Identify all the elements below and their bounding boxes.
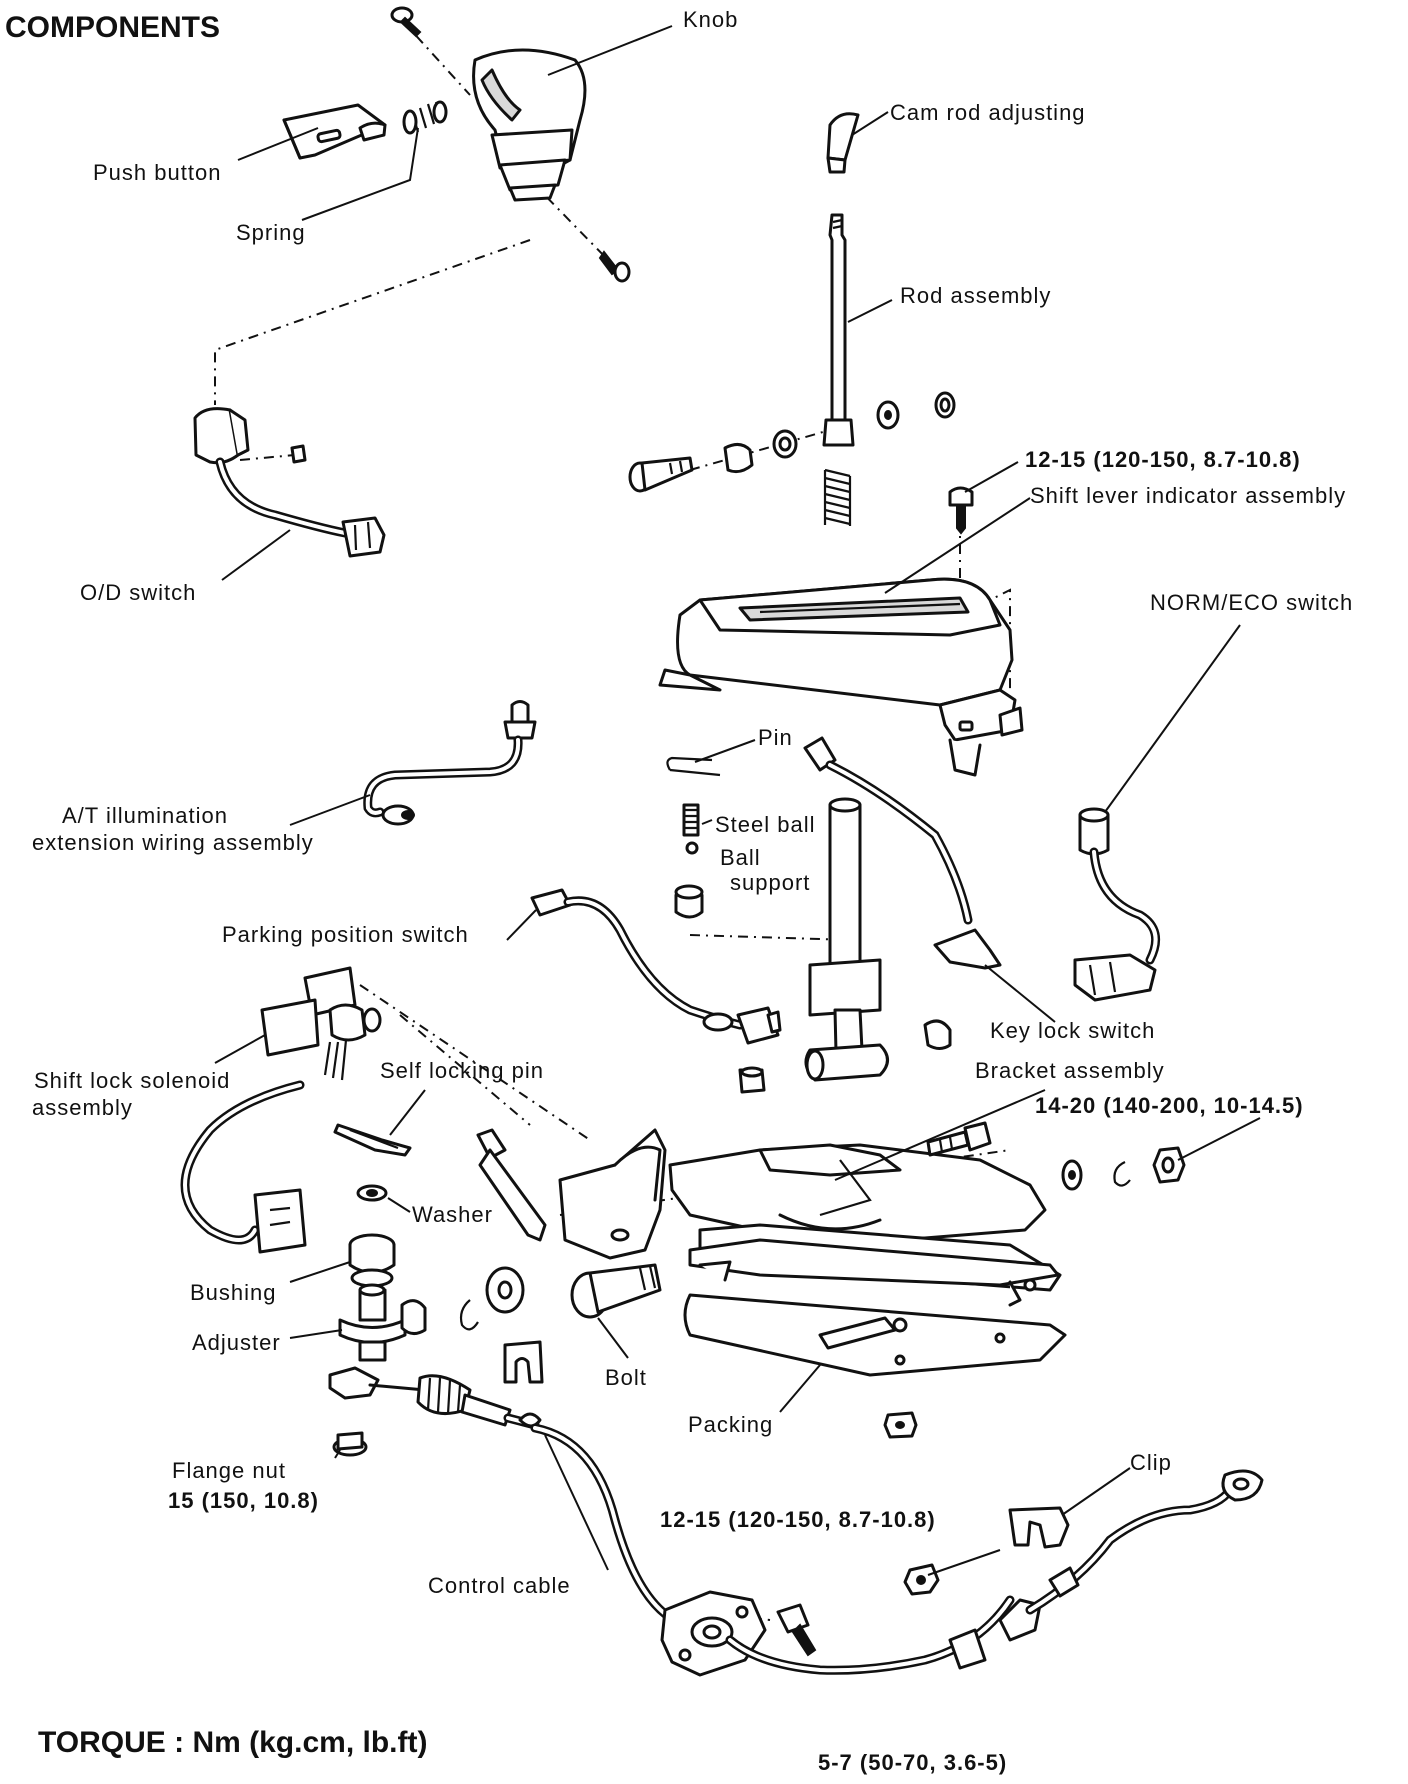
label-flange-nut: Flange nut [172, 1458, 286, 1483]
label-cam-rod-adjusting: Cam rod adjusting [890, 100, 1086, 125]
label-clip: Clip [1130, 1450, 1172, 1475]
bolt [570, 1263, 662, 1319]
u-clip [503, 1340, 544, 1384]
control-cable [328, 1366, 1264, 1677]
cable-nut [903, 1563, 940, 1596]
label-key-lock-switch: Key lock switch [990, 1018, 1155, 1043]
label-bushing: Bushing [190, 1280, 277, 1305]
spring [402, 100, 448, 135]
cable-bolt [776, 1603, 817, 1657]
label-at-illumination-1: A/T illumination [62, 803, 228, 828]
rod-pin-bolt [628, 429, 798, 493]
torque-flange-nut: 15 (150, 10.8) [168, 1488, 319, 1513]
label-shift-lever-indicator: Shift lever indicator assembly [1030, 483, 1346, 508]
label-rod-assembly: Rod assembly [900, 283, 1051, 308]
label-od-switch: O/D switch [80, 580, 196, 605]
label-push-button: Push button [93, 160, 221, 185]
label-knob: Knob [683, 7, 738, 32]
torque-indicator-bolt: 12-15 (120-150, 8.7-10.8) [1025, 447, 1301, 472]
bolt-hardware [400, 1266, 525, 1335]
label-steel-ball: Steel ball [715, 812, 816, 837]
od-switch [193, 407, 386, 558]
self-locking-pin [333, 1123, 412, 1157]
knob-screw-bottom [598, 250, 631, 283]
label-adjuster: Adjuster [192, 1330, 281, 1355]
push-button [282, 103, 387, 160]
steel-ball [682, 803, 700, 855]
washer [356, 1184, 388, 1202]
label-washer: Washer [412, 1202, 493, 1227]
label-at-illumination-2: extension wiring assembly [32, 830, 314, 855]
parking-position-switch [530, 888, 782, 1045]
rod-small-parts [876, 391, 956, 430]
label-ball-support-1: Ball [720, 845, 761, 870]
lever-bushing [923, 1019, 952, 1050]
cam-rod-adjusting [826, 112, 860, 174]
shift-lock-solenoid [180, 966, 382, 1254]
label-control-cable: Control cable [428, 1573, 571, 1598]
labels: COMPONENTS Knob Push button Spring Cam r… [5, 7, 1353, 1775]
label-ball-support-2: support [730, 870, 810, 895]
flange-nut [332, 1431, 368, 1457]
pin [666, 756, 721, 777]
cable-clip [1008, 1506, 1070, 1549]
bushing [348, 1233, 396, 1288]
label-bolt: Bolt [605, 1365, 647, 1390]
bracket-hardware [926, 1121, 1186, 1191]
torque-cable-nut: 12-15 (120-150, 8.7-10.8) [660, 1507, 936, 1532]
ball-support [674, 884, 704, 919]
label-shift-lock-solenoid-2: assembly [32, 1095, 133, 1120]
shift-lever-indicator-assembly [658, 577, 1024, 777]
base-plate [688, 1238, 1060, 1307]
packing-nut [883, 1411, 918, 1439]
leader-lines [214, 25, 1261, 1576]
torque-cable-bolt: 5-7 (50-70, 3.6-5) [818, 1750, 1007, 1775]
label-pin: Pin [758, 725, 793, 750]
knob-screw-top [390, 6, 422, 38]
torque-units-note: TORQUE : Nm (kg.cm, lb.ft) [38, 1726, 427, 1759]
label-parking-position-switch: Parking position switch [222, 922, 469, 947]
rod-spring [823, 468, 852, 526]
packing [683, 1293, 1067, 1377]
at-illumination-wiring [363, 700, 537, 826]
knob [472, 48, 587, 202]
rod-assembly [822, 213, 855, 447]
key-lock-switch [803, 736, 1002, 970]
adjuster [338, 1283, 407, 1362]
label-shift-lock-solenoid-1: Shift lock solenoid [34, 1068, 230, 1093]
label-norm-eco-switch: NORM/ECO switch [1150, 590, 1353, 615]
diagram-title: COMPONENTS [5, 11, 220, 44]
label-bracket-assembly: Bracket assembly [975, 1058, 1165, 1083]
shift-lever-plate [476, 1128, 667, 1260]
label-packing: Packing [688, 1412, 773, 1437]
torque-bracket-bolt: 14-20 (140-200, 10-14.5) [1035, 1093, 1304, 1118]
indicator-bolt [948, 486, 974, 535]
lever-nut-left [738, 1066, 766, 1094]
label-spring: Spring [236, 220, 306, 245]
shift-lever [804, 797, 889, 1082]
norm-eco-switch [1073, 807, 1161, 1002]
label-self-locking-pin: Self locking pin [380, 1058, 544, 1083]
